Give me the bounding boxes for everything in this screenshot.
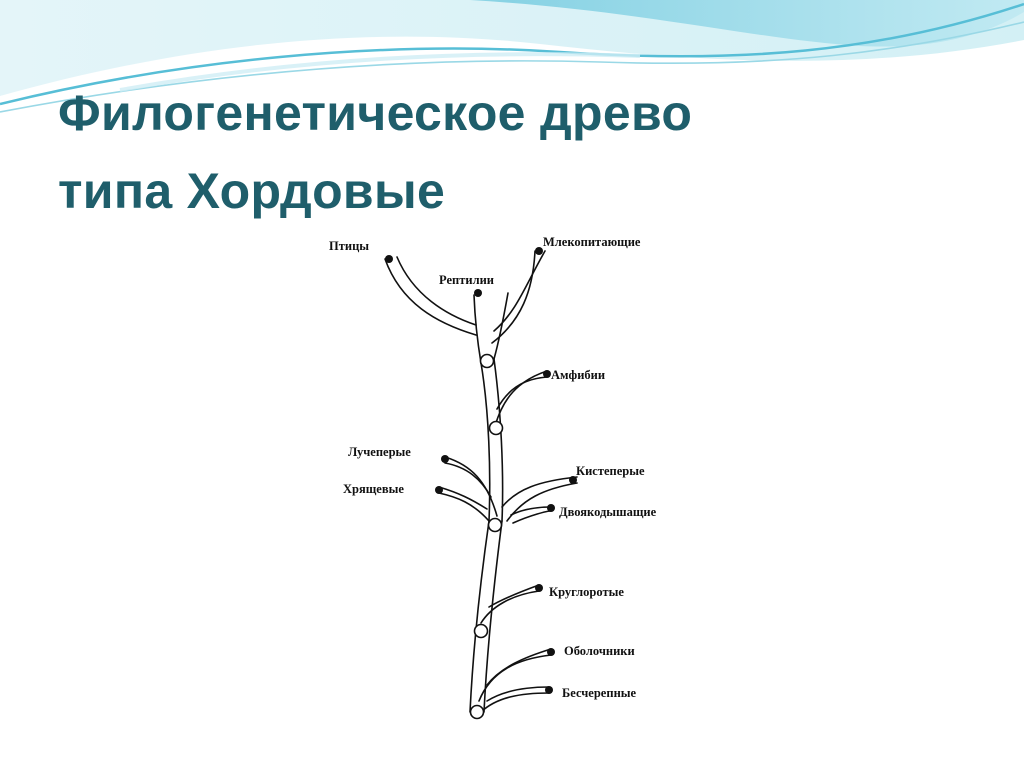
label-cyclostomes: Круглоротые [549,585,624,599]
branch-birds [384,258,477,336]
trunk-upper-inner [493,358,504,522]
trunk-lower [469,520,490,713]
tip-reptiles [474,289,482,297]
branch-mammals [491,250,536,344]
title-line-2: типа Хордовые [58,163,446,219]
branch-ray-finned [444,456,498,517]
slide-title: Филогенетическое древо типа Хордовые [58,74,958,230]
branch-lungfish [510,506,552,516]
branch-lobe-finned [501,476,578,508]
header-wave-decoration [0,0,1024,113]
tip-birds [385,255,393,263]
branch-chimaeras [438,492,490,522]
node-cyclostome-fork [473,623,489,639]
tip-tunicates [547,648,555,656]
tip-amphibians [543,370,551,378]
tip-lungfish [547,504,555,512]
tip-ray-finned [441,455,449,463]
phylogenetic-tree-diagram: Птицы Млекопитающие Рептилии Амфибии Луч… [311,231,717,725]
tip-chimaeras [435,486,443,494]
node-root [469,704,485,720]
branch-acrania [480,692,550,713]
label-lobe-finned: Кистеперые [576,464,645,478]
label-birds: Птицы [329,239,369,253]
tip-cyclostomes [535,584,543,592]
label-tunicates: Оболочники [564,644,635,658]
label-amphibians: Амфибии [551,368,605,382]
node-fish-fork [487,517,503,533]
branch-amphibians [494,370,548,427]
label-chimaeras: Хрящевые [343,482,404,496]
tree-drawing: Птицы Млекопитающие Рептилии Амфибии Луч… [329,235,657,720]
title-line-1: Филогенетическое древо [58,85,693,141]
trunk-upper [480,362,491,522]
tip-mammals [535,247,543,255]
label-lungfish: Двоякодышащие [559,505,657,519]
crown-left [473,294,482,364]
label-reptiles: Рептилии [439,273,494,287]
label-mammals: Млекопитающие [543,235,641,249]
label-acrania: Бесчерепные [562,686,637,700]
label-ray-finned: Лучеперые [348,445,411,459]
node-amphibian-fork [488,420,504,436]
crown-right [493,292,509,360]
tip-lobe-finned [569,476,577,484]
tip-acrania [545,686,553,694]
branch-cyclostomes [480,590,540,624]
node-upper [479,353,495,369]
branch-tunicates [478,654,552,702]
